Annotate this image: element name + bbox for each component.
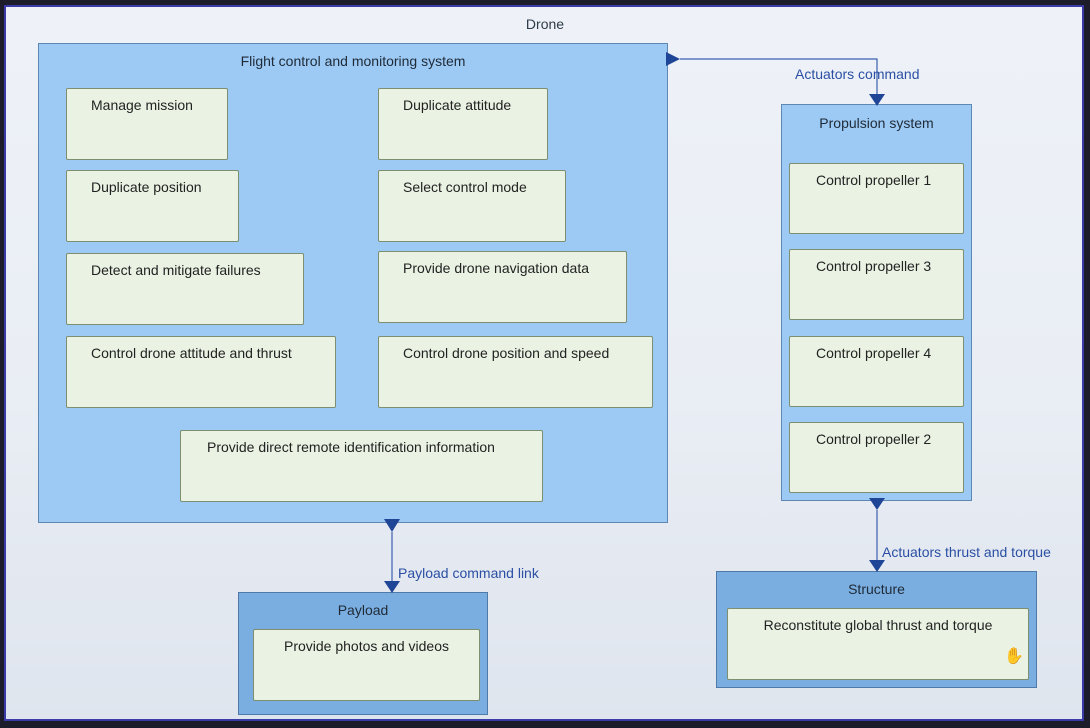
structure-title: Structure — [848, 581, 905, 597]
flight-control-title: Flight control and monitoring system — [240, 53, 466, 69]
function-control-propeller-2[interactable]: Control propeller 2 — [789, 422, 964, 493]
function-duplicate-position[interactable]: Duplicate position — [66, 170, 239, 242]
thrust-torque-in-port — [869, 560, 885, 572]
actuators-command-label: Actuators command — [795, 66, 920, 82]
function-provide-navigation-data[interactable]: Provide drone navigation data — [378, 251, 627, 323]
function-provide-remote-id[interactable]: Provide direct remote identification inf… — [180, 430, 543, 502]
function-control-position-speed[interactable]: Control drone position and speed — [378, 336, 653, 408]
function-select-control-mode[interactable]: Select control mode — [378, 170, 566, 242]
hand-cursor-icon: ✋ — [1004, 648, 1024, 665]
function-manage-mission[interactable]: Manage mission — [66, 88, 228, 160]
function-control-propeller-3[interactable]: Control propeller 3 — [789, 249, 964, 320]
actuators-command-out-port — [666, 52, 680, 66]
thrust-torque-label: Actuators thrust and torque — [882, 544, 1051, 560]
actuators-command-link[interactable] — [680, 58, 878, 94]
function-duplicate-attitude[interactable]: Duplicate attitude — [378, 88, 548, 160]
payload-command-out-port — [384, 519, 400, 532]
function-provide-photos-videos[interactable]: Provide photos and videos — [253, 629, 480, 701]
propulsion-title: Propulsion system — [819, 115, 934, 131]
function-control-propeller-1[interactable]: Control propeller 1 — [789, 163, 964, 234]
function-control-propeller-4[interactable]: Control propeller 4 — [789, 336, 964, 407]
payload-command-in-port — [384, 581, 400, 593]
payload-title: Payload — [337, 602, 389, 618]
function-detect-mitigate-failures[interactable]: Detect and mitigate failures — [66, 253, 304, 325]
function-reconstitute-thrust-torque[interactable]: Reconstitute global thrust and torque — [727, 608, 1029, 680]
drone-title: Drone — [525, 16, 565, 32]
function-control-attitude-thrust[interactable]: Control drone attitude and thrust — [66, 336, 336, 408]
thrust-torque-out-port — [869, 498, 885, 510]
payload-command-label: Payload command link — [398, 565, 539, 581]
actuators-command-in-port — [869, 94, 885, 106]
